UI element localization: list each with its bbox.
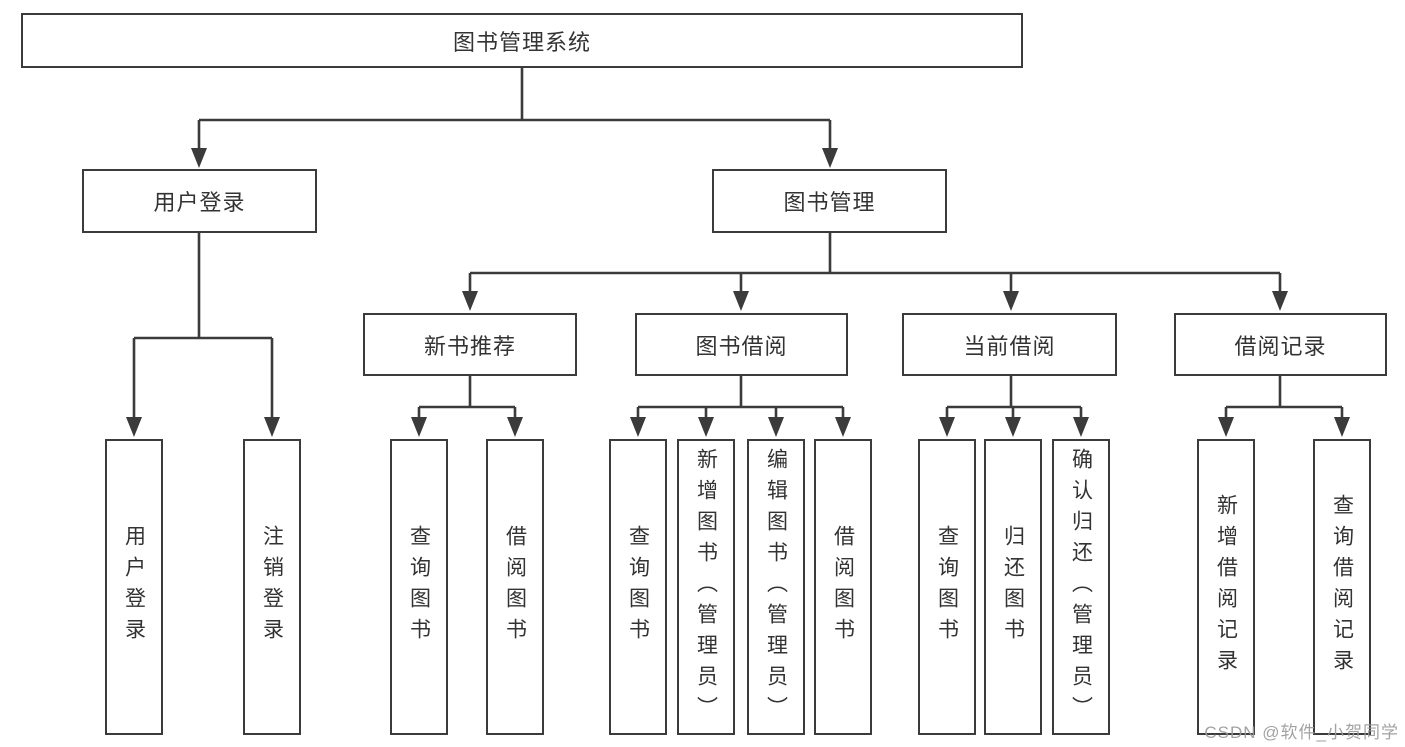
node-current-borrowing: 当前借阅 [902, 313, 1117, 376]
node-book-management: 图书管理 [712, 169, 947, 233]
node-new-book-recommend: 新书推荐 [363, 313, 577, 376]
arrowheads [126, 148, 1350, 437]
watermark: CSDN @软件_小贺同学 [1204, 723, 1399, 742]
node-borrowing-records: 借阅记录 [1174, 313, 1387, 376]
leaf-add-book-admin: 新增图书（管理员） [677, 439, 735, 735]
leaf-return-books: 归还图书 [984, 439, 1042, 735]
leaf-query-books-current: 查询图书 [918, 439, 976, 735]
leaf-borrow-books-recommend: 借阅图书 [486, 439, 544, 735]
node-user-login: 用户登录 [82, 169, 317, 233]
node-book-borrowing: 图书借阅 [635, 313, 848, 376]
leaf-query-books-recommend: 查询图书 [390, 439, 448, 735]
leaf-query-borrow-record: 查询借阅记录 [1313, 439, 1371, 735]
leaf-add-borrow-record: 新增借阅记录 [1197, 439, 1255, 735]
leaf-edit-book-admin: 编辑图书（管理员） [747, 439, 805, 735]
leaf-borrow-books-borrowing: 借阅图书 [814, 439, 872, 735]
leaf-user-login: 用户登录 [105, 439, 163, 735]
leaf-logout: 注销登录 [243, 439, 301, 735]
node-root: 图书管理系统 [21, 13, 1023, 68]
leaf-query-books-borrowing: 查询图书 [609, 439, 667, 735]
leaf-confirm-return-admin: 确认归还（管理员） [1052, 439, 1110, 735]
